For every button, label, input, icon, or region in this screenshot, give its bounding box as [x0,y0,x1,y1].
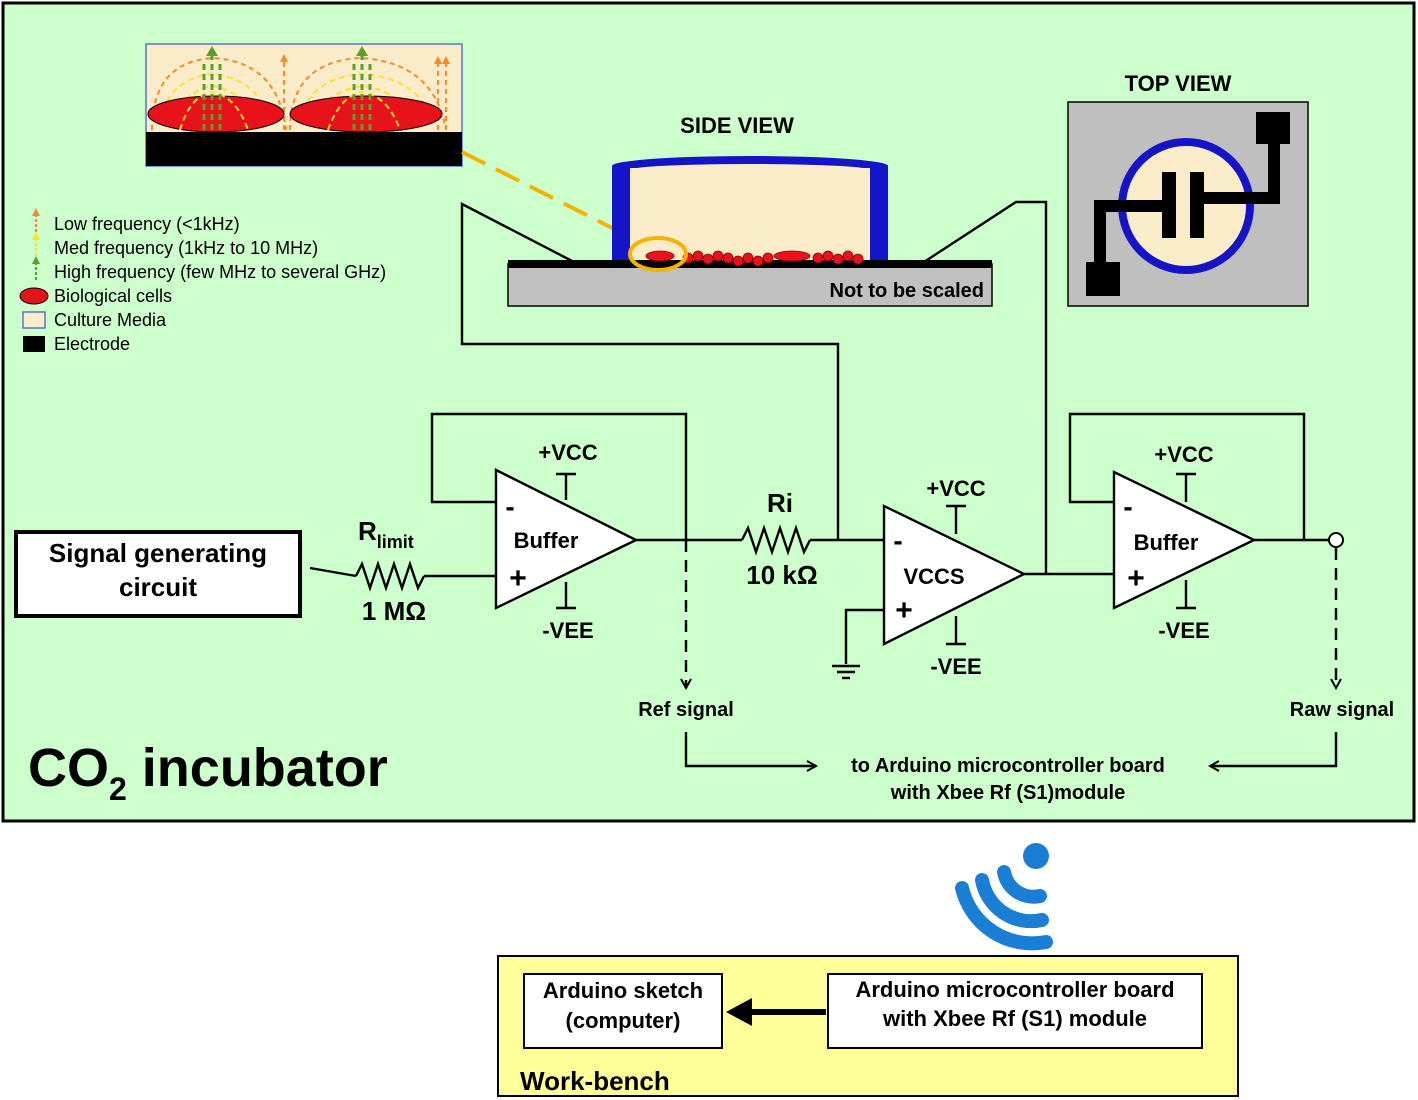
vccs-plus: + [895,594,913,627]
signal-box-line2: circuit [119,572,197,602]
to-arduino-line1: to Arduino microcontroller board [851,755,1165,777]
raw-signal-label: Raw signal [1290,699,1394,721]
electrode-icon [23,336,45,352]
vccs-minus: - [893,525,902,556]
wifi-signal-icon [955,843,1053,951]
zoom-connector [461,150,629,238]
ri-label: Ri [767,488,793,518]
buffer-2-vee: -VEE [1158,618,1209,643]
culture-media-icon [22,311,46,329]
ground-icon [832,664,860,680]
workbench-title: Work-bench [520,1066,670,1096]
buffer-1-vee: -VEE [542,618,593,643]
high-frequency-icon [32,256,40,280]
legend-label: High frequency (few MHz to several GHz) [54,262,386,282]
legend-label: Low frequency (<1kHz) [54,214,240,234]
buffer-1-plus: + [509,562,527,595]
buffer-1-minus: - [505,491,514,522]
legend: Low frequency (<1kHz) Med frequency (1kH… [19,208,386,354]
med-frequency-icon [32,232,40,256]
ref-signal-label: Ref signal [638,699,734,721]
sketch-line1: Arduino sketch [543,978,703,1003]
board-line1: Arduino microcontroller board [855,977,1174,1002]
side-view-title: SIDE VIEW [680,113,794,138]
vccs-label: VCCS [903,564,964,589]
side-view: SIDE VIEW Not to be scaled [460,113,1048,574]
biological-cells-icon [19,287,49,305]
buffer-2-vcc: +VCC [1154,442,1213,467]
legend-label: Med frequency (1kHz to 10 MHz) [54,238,318,258]
buffer-2-minus: - [1123,491,1132,522]
vccs-vcc: +VCC [926,476,985,501]
buffer-2-label: Buffer [1134,530,1199,555]
top-view-title: TOP VIEW [1125,71,1232,96]
legend-label: Electrode [54,334,130,354]
output-node [1328,532,1344,548]
vccs-vee: -VEE [930,654,981,679]
to-arduino-line2: with Xbee Rf (S1)module [890,782,1125,804]
buffer-1 [494,468,639,610]
data-flow-arrow [726,998,826,1026]
legend-label: Biological cells [54,286,172,306]
ri-value: 10 kΩ [746,560,817,590]
low-frequency-icon [32,208,40,232]
top-view: TOP VIEW [1067,71,1309,307]
legend-label: Culture Media [54,310,167,330]
signal-generating-circuit [14,530,302,618]
buffer-1-label: Buffer [514,528,579,553]
sketch-line2: (computer) [566,1008,681,1033]
buffer-2-plus: + [1127,562,1145,595]
incubator-title: CO2 incubator [28,738,388,807]
zoom-circle [628,236,688,272]
field-lines-inset [145,43,463,167]
buffer-2 [1112,470,1257,610]
not-to-scale-note: Not to be scaled [830,280,984,302]
signal-box-line1: Signal generating [49,538,267,568]
arduino-board-box [827,973,1203,1049]
r-limit-value: 1 MΩ [362,596,426,626]
buffer-1-vcc: +VCC [538,440,597,465]
r-limit-resistor [354,560,426,592]
ri-resistor [740,524,812,556]
vccs [882,504,1027,646]
arduino-sketch-box [523,973,723,1049]
board-line2: with Xbee Rf (S1) module [882,1006,1147,1031]
r-limit-label: Rlimit [358,516,414,552]
